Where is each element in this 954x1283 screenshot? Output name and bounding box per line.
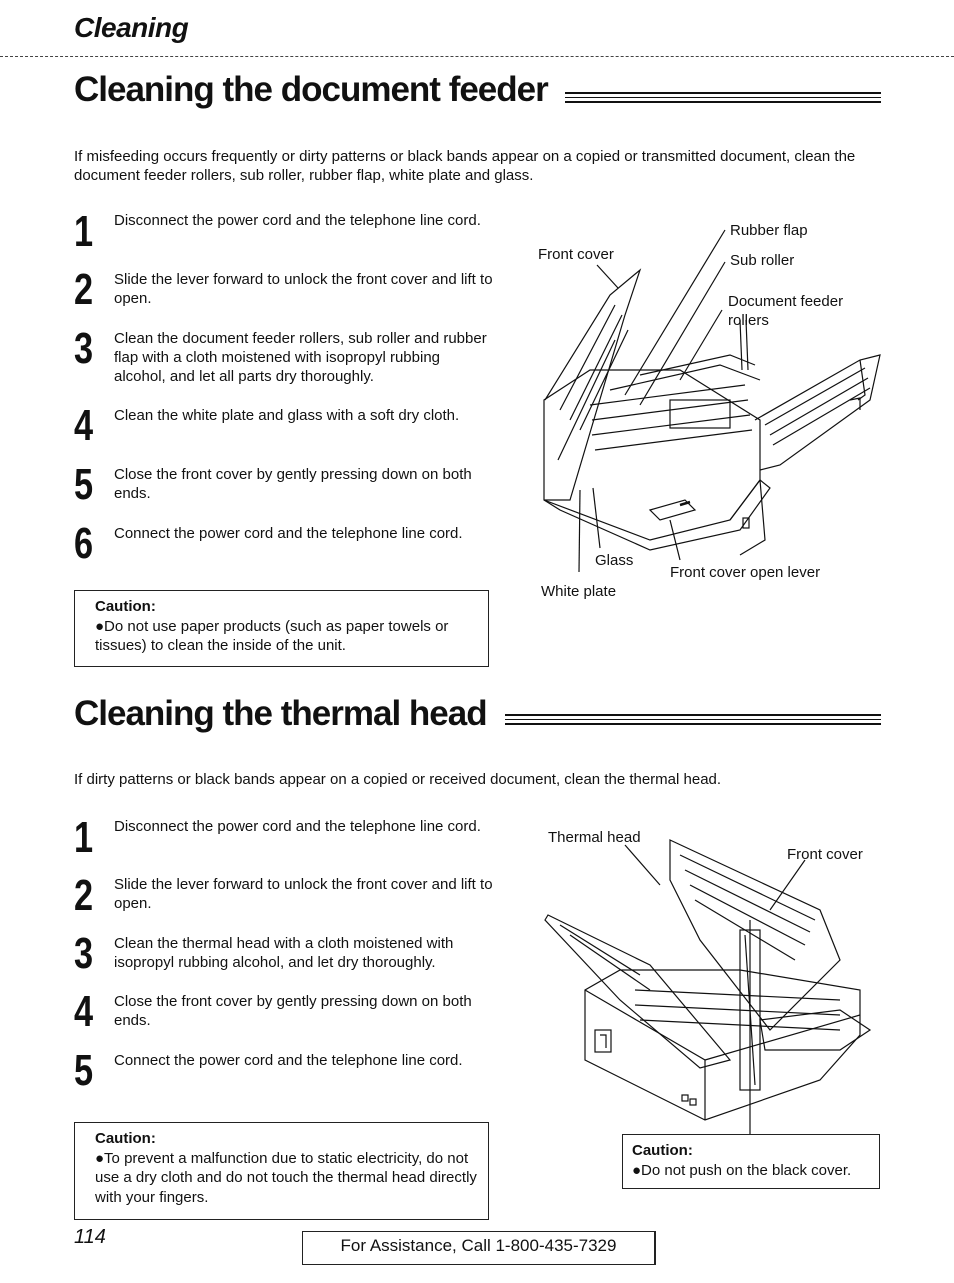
label-front-cover: Front cover (538, 246, 614, 263)
caution-text: ●To prevent a malfunction due to static … (95, 1149, 477, 1206)
step-text: Clean the document feeder rollers, sub r… (114, 330, 487, 385)
caution-title: Caution: (95, 598, 156, 615)
step-number: 2 (74, 265, 94, 314)
step-text: Slide the lever forward to unlock the fr… (114, 271, 493, 307)
step-number: 6 (74, 519, 94, 568)
step-text: Connect the power cord and the telephone… (114, 525, 463, 542)
step-number: 1 (74, 813, 94, 862)
assistance-box: For Assistance, Call 1-800-435-7329 (302, 1231, 656, 1265)
document-feeder-illustration (543, 229, 881, 573)
label-white-plate: White plate (541, 583, 617, 600)
step-text: Disconnect the power cord and the teleph… (114, 818, 481, 835)
step-number: 5 (74, 460, 94, 509)
section-title-document-feeder: Cleaning the document feeder (74, 70, 549, 109)
label-document-feeder-rollers: Document feeder rollers (728, 293, 844, 329)
step-number: 2 (74, 871, 94, 920)
label-glass: Glass (595, 552, 634, 569)
caution-box: Caution: ●Do not use paper products (suc… (74, 590, 489, 667)
chapter-title: Cleaning (74, 12, 189, 43)
section-title-thermal-head: Cleaning the thermal head (74, 694, 488, 733)
section-intro: If dirty patterns or black bands appear … (74, 771, 722, 788)
step-text: Connect the power cord and the telephone… (114, 1052, 463, 1069)
step-text: Close the front cover by gently pressing… (114, 466, 472, 502)
step-text: Disconnect the power cord and the teleph… (114, 212, 481, 229)
caution-title: Caution: (632, 1142, 693, 1159)
step-text: Close the front cover by gently pressing… (114, 993, 472, 1029)
label-front-cover-open-lever: Front cover open lever (670, 564, 821, 581)
thermal-head-illustration (544, 839, 872, 1135)
step-text: Slide the lever forward to unlock the fr… (114, 876, 493, 912)
caution-text: ●Do not push on the black cover. (632, 1161, 852, 1179)
step-number: 3 (74, 929, 94, 978)
figure-caution-box: Caution: ●Do not push on the black cover… (622, 1134, 880, 1189)
step-text: Clean the white plate and glass with a s… (114, 407, 460, 424)
label-rubber-flap: Rubber flap (730, 222, 808, 239)
title-rule (505, 714, 881, 725)
header-divider (0, 56, 954, 57)
label-front-cover: Front cover (787, 846, 863, 863)
step-number: 1 (74, 207, 94, 256)
title-rule (565, 92, 881, 103)
label-thermal-head: Thermal head (548, 829, 641, 846)
step-number: 3 (74, 324, 94, 373)
step-number: 4 (74, 987, 94, 1036)
label-sub-roller: Sub roller (730, 252, 795, 269)
section-intro: If misfeeding occurs frequently or dirty… (74, 148, 856, 184)
caution-text: ●Do not use paper products (such as pape… (95, 617, 449, 655)
caution-box: Caution: ●To prevent a malfunction due t… (74, 1122, 489, 1220)
caution-title: Caution: (95, 1130, 156, 1147)
step-number: 4 (74, 401, 94, 450)
step-number: 5 (74, 1046, 94, 1095)
step-text: Clean the thermal head with a cloth mois… (114, 935, 454, 971)
page-number: 114 (74, 1226, 106, 1248)
